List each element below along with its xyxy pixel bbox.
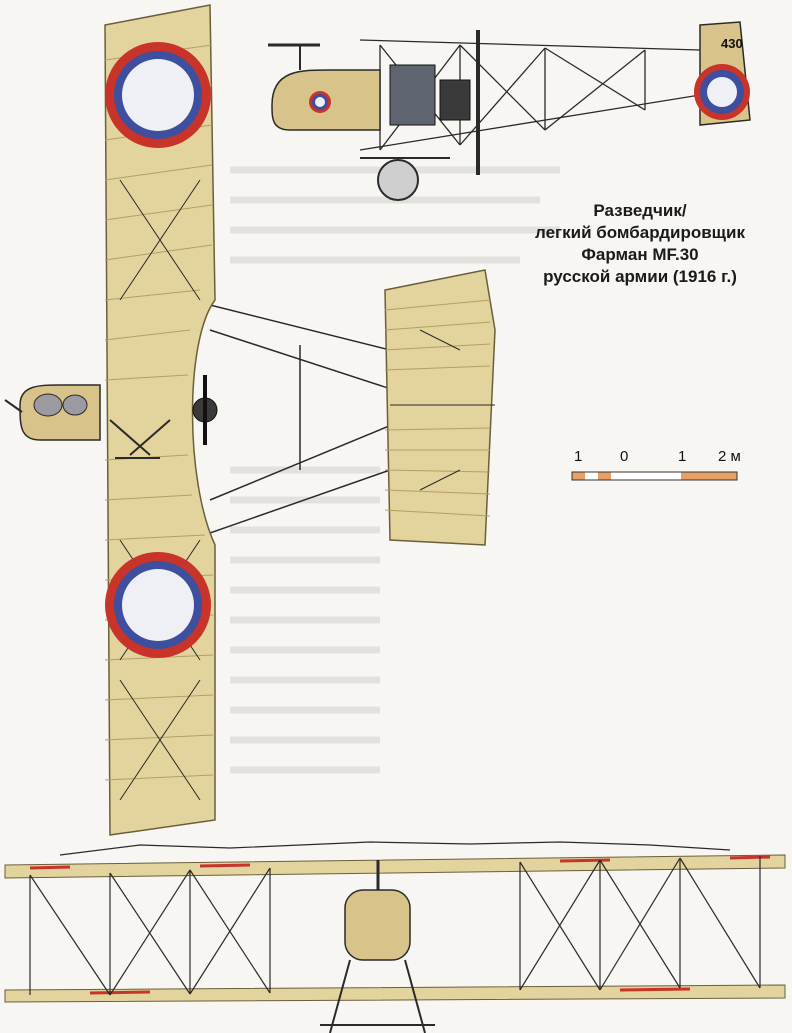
nacelle-front xyxy=(344,889,411,961)
scale-labels: 1 0 1 2 м xyxy=(568,448,748,488)
caption-line-2: легкий бомбардировщик xyxy=(535,223,745,242)
front-view xyxy=(4,841,786,1033)
wheel-side xyxy=(377,159,419,201)
engine-side xyxy=(389,64,436,126)
top-view xyxy=(4,4,496,836)
scale-label-1b: 1 xyxy=(678,448,687,465)
roundel-top xyxy=(105,42,211,148)
scale-label-2m: 2 м xyxy=(718,448,741,465)
nacelle-top xyxy=(19,384,101,441)
roundel-tail xyxy=(694,64,750,120)
caption-line-3: Фарман MF.30 xyxy=(581,245,699,264)
side-view xyxy=(268,21,751,201)
plate-caption: Разведчик/ легкий бомбардировщик Фарман … xyxy=(500,200,780,288)
roundel-nacelle xyxy=(309,91,331,113)
caption-line-4: русской армии (1916 г.) xyxy=(543,267,737,286)
scale-bar xyxy=(571,471,738,481)
caption-line-1: Разведчик/ xyxy=(593,201,687,220)
tailplane-top xyxy=(384,269,496,546)
scale-label-1: 1 xyxy=(574,448,583,465)
scale-label-0: 0 xyxy=(620,448,629,465)
roundel-bottom xyxy=(105,552,211,658)
lower-wing-front xyxy=(4,984,786,1003)
tail-number: 430 xyxy=(721,36,743,51)
